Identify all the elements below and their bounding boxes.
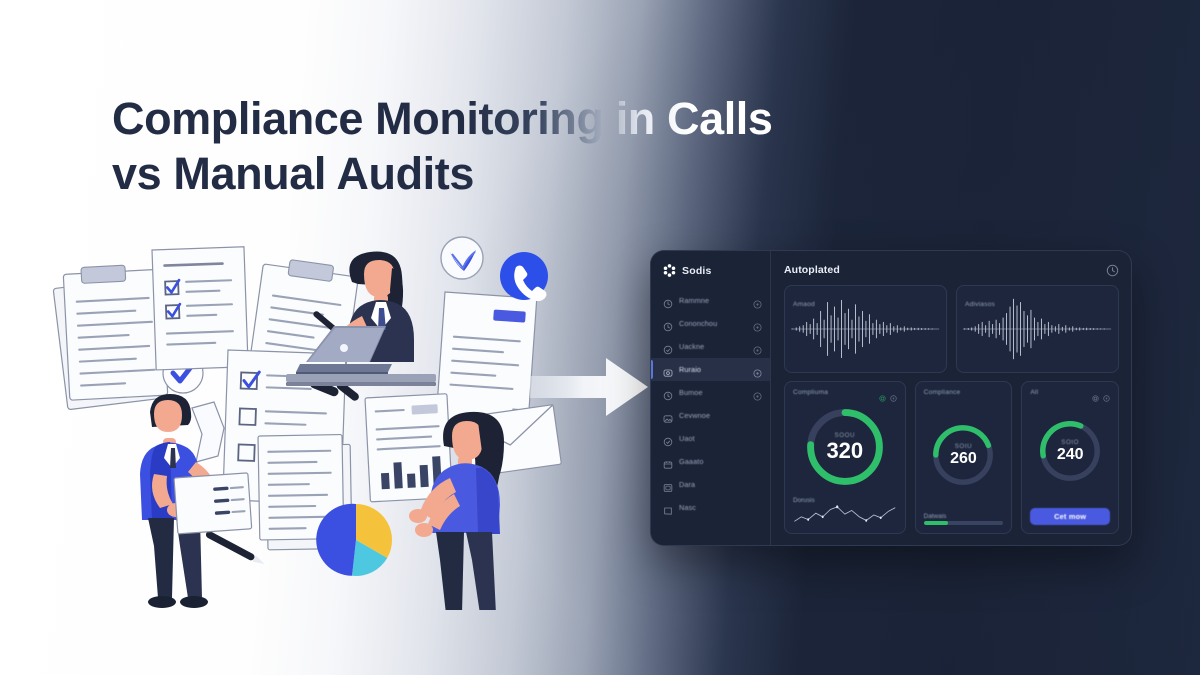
sidebar-item-2-label: Cononchou	[679, 319, 718, 328]
sidebar-item-5[interactable]: Bumoe	[651, 381, 770, 404]
drop-icon	[663, 296, 673, 308]
clock-icon	[663, 319, 673, 331]
sparkline-chart	[794, 505, 896, 522]
metric-card-3-actions	[1092, 389, 1110, 402]
metric-card-2-title: Compliance	[923, 389, 961, 396]
circle-dot-icon[interactable]	[753, 342, 762, 355]
phone-call-icon	[500, 252, 548, 302]
metric-card-1-gauge: SOOU 320	[793, 396, 897, 497]
progress-bar	[923, 521, 1004, 525]
circle-dot-icon[interactable]	[753, 319, 762, 332]
man-with-document	[140, 394, 253, 608]
metric-card-2-gauge: SOtU 260	[924, 396, 1004, 513]
metric-card-1-footer: Dorusis	[793, 497, 897, 525]
check-badge-icon	[440, 236, 484, 280]
metric-card-1-title: Compliuma	[793, 389, 829, 396]
audio-waveform-icon	[963, 298, 1112, 360]
sidebar-item-7-label: Uaot	[679, 434, 695, 443]
metric-cards: Compliuma SOOU 320	[784, 381, 1120, 534]
metric-card-3-title: All	[1030, 389, 1039, 396]
sidebar-item-10-label: Nasc	[679, 503, 697, 512]
page-title: Compliance Monitoring in Calls vs Manual…	[112, 92, 872, 202]
waveform-card-2: Adiviasos	[956, 285, 1119, 373]
page-title-line-1: Compliance Monitoring in Calls	[112, 93, 773, 144]
progress-label: Datwais	[923, 513, 947, 520]
manual-audit-illustration: .pg{fill:#fbfcfe;stroke:#8b93a8;stroke-w…	[40, 230, 640, 610]
calendar-icon	[663, 457, 673, 469]
asterisk-logo-icon	[663, 264, 676, 277]
waveform-card-2-label: Adiviasos	[965, 301, 996, 308]
circle-info-icon[interactable]	[1103, 389, 1110, 402]
sidebar-item-4-label: Ruraio	[679, 365, 702, 374]
gear-icon[interactable]	[1092, 389, 1099, 402]
metric-card-2-header: Compliance	[924, 389, 1004, 396]
brand-name: Sodis	[682, 264, 712, 277]
refresh-circle-icon[interactable]	[1106, 264, 1119, 277]
sidebar-item-3-label: Uackne	[679, 342, 705, 351]
sidebar-nav: Rammne Cononchou Uackne Ruraio Bumoe	[651, 289, 770, 519]
sidebar-item-3[interactable]: Uackne	[651, 335, 770, 358]
metric-card-3-header: All	[1030, 389, 1110, 402]
dashboard-header: Autoplated	[784, 263, 1119, 277]
metric-card-1-header: Compliuma	[793, 389, 897, 402]
brand: Sodis	[651, 264, 770, 277]
circle-dot-icon[interactable]	[753, 388, 762, 401]
gear-icon[interactable]	[878, 389, 886, 402]
dashboard-main: Autoplated Amaod	[771, 251, 1131, 545]
sparkline-label: Dorusis	[793, 497, 815, 504]
pie-chart	[316, 503, 393, 577]
progress-bar-fill	[923, 521, 948, 525]
image-icon	[663, 411, 673, 423]
sidebar-item-2[interactable]: Cononchou	[651, 312, 770, 335]
shield-icon	[663, 342, 673, 354]
dashboard-title: Autoplated	[784, 264, 840, 276]
circle-dot-icon[interactable]	[753, 365, 762, 378]
automated-compliance-dashboard: Sodis Rammne Cononchou Uackne Ruraio	[650, 250, 1132, 546]
sidebar-item-5-label: Bumoe	[679, 388, 703, 397]
layout-icon	[663, 480, 673, 492]
circle-info-icon[interactable]	[889, 389, 897, 402]
cta-button[interactable]: Cet mow	[1030, 508, 1111, 525]
sidebar-item-9-label: Dara	[679, 480, 696, 489]
waveform-card-1: Amaod	[784, 285, 947, 373]
sidebar-item-8-label: Gaaato	[679, 457, 704, 466]
sidebar-item-1[interactable]: Rammne	[651, 289, 770, 312]
sidebar-item-8[interactable]: Gaaato	[651, 450, 770, 473]
audio-waveform-icon	[791, 299, 940, 359]
sidebar-item-6[interactable]: Cevwnoe	[651, 404, 770, 427]
metric-card-compliuma: Compliuma SOOU 320	[784, 381, 906, 534]
check-icon	[663, 434, 673, 446]
sidebar-item-6-label: Cevwnoe	[679, 411, 711, 420]
metric-card-all: All SOtO 240 Cet mow	[1021, 381, 1120, 534]
metric-card-compliance: Compliance SOtU 260 Datwais	[914, 381, 1013, 534]
clock-icon	[663, 388, 673, 400]
woman-with-report	[409, 411, 504, 610]
metric-card-2-footer: Datwais	[923, 513, 1004, 525]
sidebar-item-9[interactable]: Dara	[651, 473, 770, 496]
sidebar-item-1-label: Rammne	[679, 296, 710, 305]
bookmark-icon	[663, 503, 673, 515]
sidebar-item-10[interactable]: Nasc	[651, 496, 770, 519]
page-title-line-2: vs Manual Audits	[112, 147, 474, 199]
dashboard-sidebar: Sodis Rammne Cononchou Uackne Ruraio	[651, 251, 771, 545]
sidebar-item-4[interactable]: Ruraio	[651, 358, 770, 381]
metric-card-1-actions	[878, 389, 897, 402]
woman-at-laptop	[286, 251, 436, 386]
waveform-card-1-label: Amaod	[793, 301, 815, 308]
sidebar-item-7[interactable]: Uaot	[651, 427, 770, 450]
circle-dot-icon[interactable]	[753, 296, 762, 309]
right-arrow	[528, 352, 650, 422]
waveform-cards: Amaod	[784, 285, 1119, 373]
folder-icon	[663, 365, 673, 377]
metric-card-3-gauge: SOtO 240	[1030, 396, 1110, 506]
